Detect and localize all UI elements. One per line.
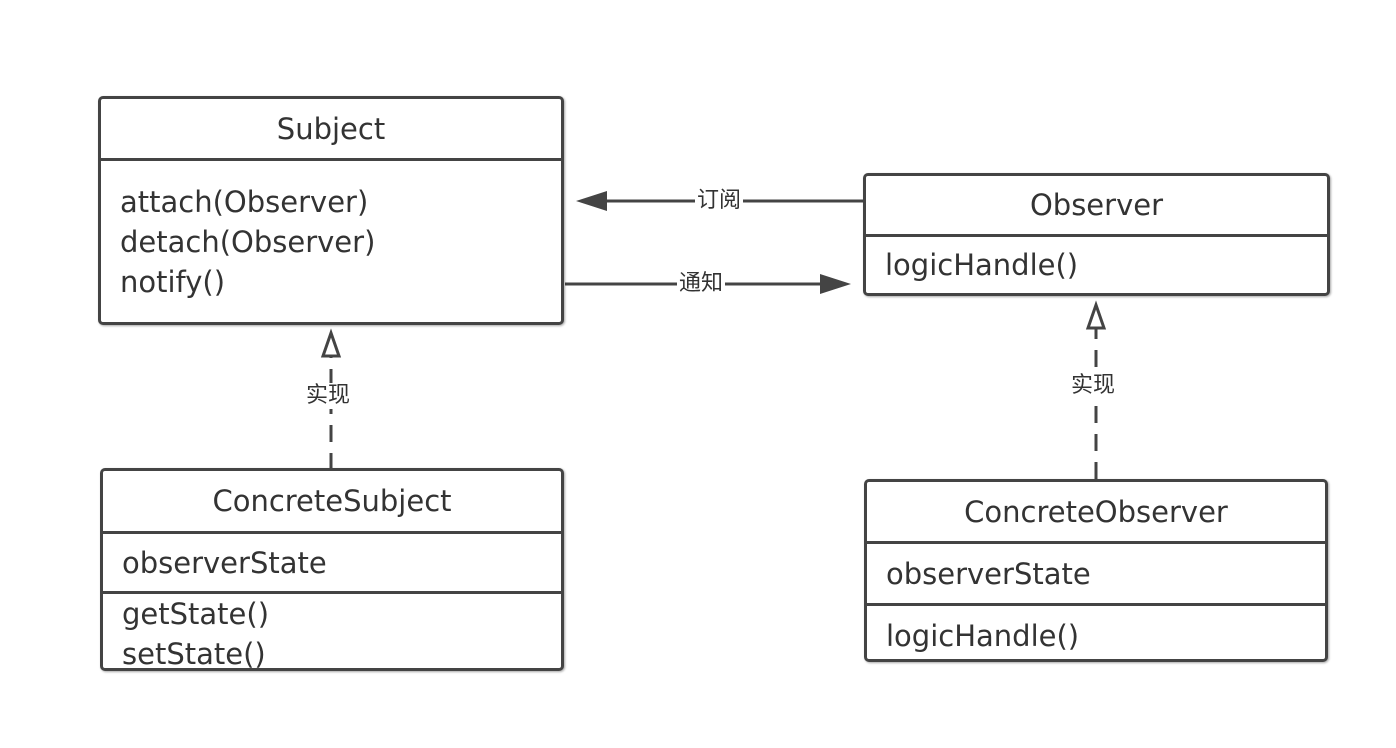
attributes-compartment: observerState <box>867 544 1325 606</box>
method: logicHandle() <box>885 248 1079 282</box>
class-name: Subject <box>101 99 561 161</box>
method: getState() <box>122 597 270 631</box>
method: logicHandle() <box>886 619 1080 653</box>
method: setState() <box>122 637 266 671</box>
realization-observer-arrow <box>1085 300 1107 479</box>
subject-class-box[interactable]: Subject attach(Observer) detach(Observer… <box>98 96 564 325</box>
notify-label: 通知 <box>677 271 726 297</box>
methods-compartment: attach(Observer) detach(Observer) notify… <box>101 161 561 302</box>
method: attach(Observer) <box>120 185 369 219</box>
class-name: Observer <box>866 176 1327 237</box>
class-name: ConcreteObserver <box>867 482 1325 544</box>
method: detach(Observer) <box>120 225 376 259</box>
attributes-compartment: observerState <box>103 534 561 594</box>
concrete-subject-class-box[interactable]: ConcreteSubject observerState getState()… <box>100 468 564 671</box>
observer-class-box[interactable]: Observer logicHandle() <box>863 173 1330 296</box>
implement-observer-label: 实现 <box>1069 373 1118 399</box>
method: notify() <box>120 265 226 299</box>
methods-compartment: getState() setState() <box>103 594 561 671</box>
methods-compartment: logicHandle() <box>866 237 1327 285</box>
subscribe-label: 订阅 <box>695 188 744 214</box>
realization-subject-arrow <box>320 328 342 470</box>
attribute: observerState <box>886 557 1091 591</box>
methods-compartment: logicHandle() <box>867 606 1325 656</box>
class-name: ConcreteSubject <box>103 471 561 534</box>
concrete-observer-class-box[interactable]: ConcreteObserver observerState logicHand… <box>864 479 1328 662</box>
implement-subject-label: 实现 <box>304 383 353 409</box>
attribute: observerState <box>122 546 327 580</box>
